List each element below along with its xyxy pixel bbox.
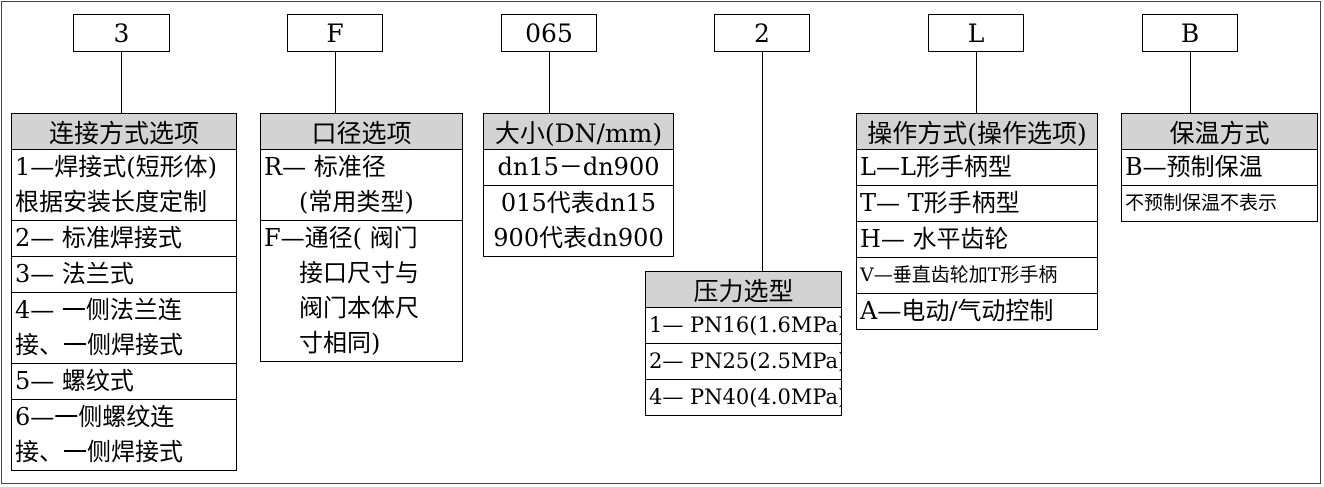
connection-option-6-line-2: 接、一侧焊接式 — [15, 438, 183, 466]
operation-option-h: H— 水平齿轮 — [857, 222, 1097, 258]
connection-option-2: 2— 标准焊接式 — [12, 221, 236, 257]
insulation-option-none: 不预制保温不表示 — [1122, 186, 1317, 221]
code-box-size: 065 — [501, 14, 597, 52]
pressure-option-2: 2— PN25(2.5MPa) — [646, 344, 841, 380]
insulation-option-b-text: B—预制保温 — [1125, 153, 1263, 181]
diameter-option-f-line-3: 阀门本体尺 — [299, 294, 419, 322]
pressure-options-table: 压力选型 1— PN16(1.6MPa) 2— PN25(2.5MPa) 4— … — [645, 271, 842, 416]
pressure-option-4-text: 4— PN40(4.0MPa) — [649, 385, 841, 409]
diameter-header: 口径选项 — [261, 114, 462, 150]
diameter-option-r-line-2: (常用类型) — [299, 188, 414, 216]
size-example-1: 015代表dn15 — [500, 189, 657, 217]
connection-option-1-line-1: 1—焊接式(短形体) — [15, 153, 217, 181]
size-header: 大小(DN/mm) — [484, 114, 673, 150]
pressure-option-1-text: 1— PN16(1.6MPa) — [649, 313, 841, 337]
operation-option-v: V—垂直齿轮加T形手柄 — [857, 258, 1097, 294]
diameter-options-table: 口径选项 R— 标准径 (常用类型) F—通径( 阀门 接口尺寸与 阀门本体尺 … — [260, 113, 463, 362]
connection-option-4-line-2: 接、一侧焊接式 — [15, 331, 183, 359]
insulation-option-none-text: 不预制保温不表示 — [1125, 192, 1278, 214]
code-box-insulation: B — [1142, 14, 1238, 52]
size-example-2: 900代表dn900 — [493, 224, 664, 252]
insulation-option-b: B—预制保温 — [1122, 150, 1317, 186]
diameter-option-f-line-4: 寸相同) — [299, 329, 381, 357]
connector-line-size — [549, 52, 550, 114]
connection-header: 连接方式选项 — [12, 114, 236, 150]
pressure-option-4: 4— PN40(4.0MPa) — [646, 380, 841, 415]
operation-option-v-text: V—垂直齿轮加T形手柄 — [860, 264, 1058, 286]
size-range: dn15－dn900 — [484, 150, 673, 186]
size-range-text: dn15－dn900 — [497, 153, 660, 181]
size-examples: 015代表dn15 900代表dn900 — [484, 186, 673, 256]
code-box-diameter: F — [287, 14, 383, 52]
connector-line-operation — [976, 52, 977, 114]
operation-option-t-text: T— T形手柄型 — [860, 189, 1020, 217]
diameter-option-f-line-2: 接口尺寸与 — [299, 259, 419, 287]
operation-option-a: A—电动/气动控制 — [857, 294, 1097, 329]
pressure-option-1: 1— PN16(1.6MPa) — [646, 308, 841, 344]
connection-option-5-line-1: 5— 螺纹式 — [15, 367, 134, 395]
connection-option-2-line-1: 2— 标准焊接式 — [15, 224, 182, 252]
operation-options-table: 操作方式(操作选项) L—L形手柄型 T— T形手柄型 H— 水平齿轮 V—垂直… — [856, 113, 1098, 330]
connector-line-diameter — [335, 52, 336, 114]
connector-line-connection — [121, 52, 122, 114]
code-box-pressure: 2 — [714, 14, 810, 52]
pressure-header: 压力选型 — [646, 272, 841, 308]
operation-option-h-text: H— 水平齿轮 — [860, 225, 1009, 253]
diameter-option-f-line-1: F—通径( 阀门 — [264, 224, 418, 252]
connection-option-1-line-2: 根据安装长度定制 — [15, 188, 207, 216]
operation-header: 操作方式(操作选项) — [857, 114, 1097, 150]
diameter-option-f: F—通径( 阀门 接口尺寸与 阀门本体尺 寸相同) — [261, 221, 462, 361]
operation-option-a-text: A—电动/气动控制 — [860, 297, 1054, 325]
pressure-option-2-text: 2— PN25(2.5MPa) — [649, 349, 841, 373]
code-box-operation: L — [928, 14, 1024, 52]
connection-option-6: 6—一侧螺纹连 接、一侧焊接式 — [12, 400, 236, 470]
code-box-connection: 3 — [73, 14, 170, 52]
diameter-option-r: R— 标准径 (常用类型) — [261, 150, 462, 221]
connection-option-5: 5— 螺纹式 — [12, 364, 236, 400]
insulation-options-table: 保温方式 B—预制保温 不预制保温不表示 — [1121, 113, 1318, 222]
connection-option-3-line-1: 3— 法兰式 — [15, 260, 134, 288]
connection-option-1: 1—焊接式(短形体) 根据安装长度定制 — [12, 150, 236, 221]
connector-line-pressure — [762, 52, 763, 272]
operation-option-l-text: L—L形手柄型 — [860, 153, 1012, 181]
connector-line-insulation — [1190, 52, 1191, 114]
connection-option-6-line-1: 6—一侧螺纹连 — [15, 403, 175, 431]
insulation-header: 保温方式 — [1122, 114, 1317, 150]
connection-option-4: 4— 一侧法兰连 接、一侧焊接式 — [12, 293, 236, 364]
operation-option-l: L—L形手柄型 — [857, 150, 1097, 186]
operation-option-t: T— T形手柄型 — [857, 186, 1097, 222]
connection-option-4-line-1: 4— 一侧法兰连 — [15, 296, 182, 324]
connection-option-3: 3— 法兰式 — [12, 257, 236, 293]
diameter-option-r-line-1: R— 标准径 — [264, 153, 386, 181]
size-options-table: 大小(DN/mm) dn15－dn900 015代表dn15 900代表dn90… — [483, 113, 674, 257]
connection-options-table: 连接方式选项 1—焊接式(短形体) 根据安装长度定制 2— 标准焊接式 3— 法… — [11, 113, 237, 471]
